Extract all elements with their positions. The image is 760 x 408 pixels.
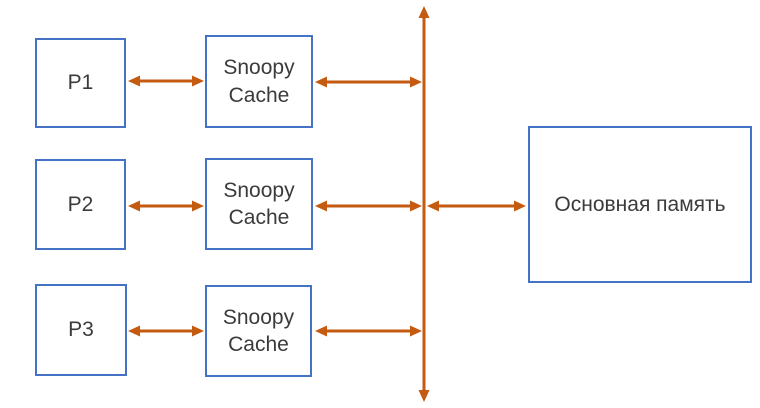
arrow-cache1-bus-icon — [315, 76, 422, 88]
processor-label: P3 — [68, 318, 94, 342]
cache-label: Snoopy Cache — [223, 56, 295, 107]
processor-label: P1 — [67, 71, 94, 95]
arrow-cache3-bus-icon — [315, 325, 422, 337]
bus-double-arrow-icon — [418, 6, 430, 402]
snoopy-cache-box-1: Snoopy Cache — [205, 35, 313, 128]
arrow-p3-cache3-icon — [128, 325, 204, 337]
processor-box-p1: P1 — [35, 38, 126, 128]
main-memory-label: Основная память — [554, 192, 726, 216]
cache-label: Snoopy Cache — [222, 305, 295, 356]
snoopy-cache-box-2: Snoopy Cache — [205, 158, 313, 250]
snoopy-cache-box-3: Snoopy Cache — [205, 285, 312, 377]
arrow-p2-cache2-icon — [128, 200, 204, 212]
processor-box-p3: P3 — [35, 284, 127, 376]
cache-label: Snoopy Cache — [223, 178, 295, 229]
arrow-bus-memory-icon — [427, 200, 526, 212]
processor-label: P2 — [67, 192, 94, 216]
arrow-cache2-bus-icon — [315, 200, 422, 212]
arrow-p1-cache1-icon — [128, 75, 204, 87]
main-memory-box: Основная память — [528, 126, 752, 283]
processor-box-p2: P2 — [35, 159, 126, 250]
